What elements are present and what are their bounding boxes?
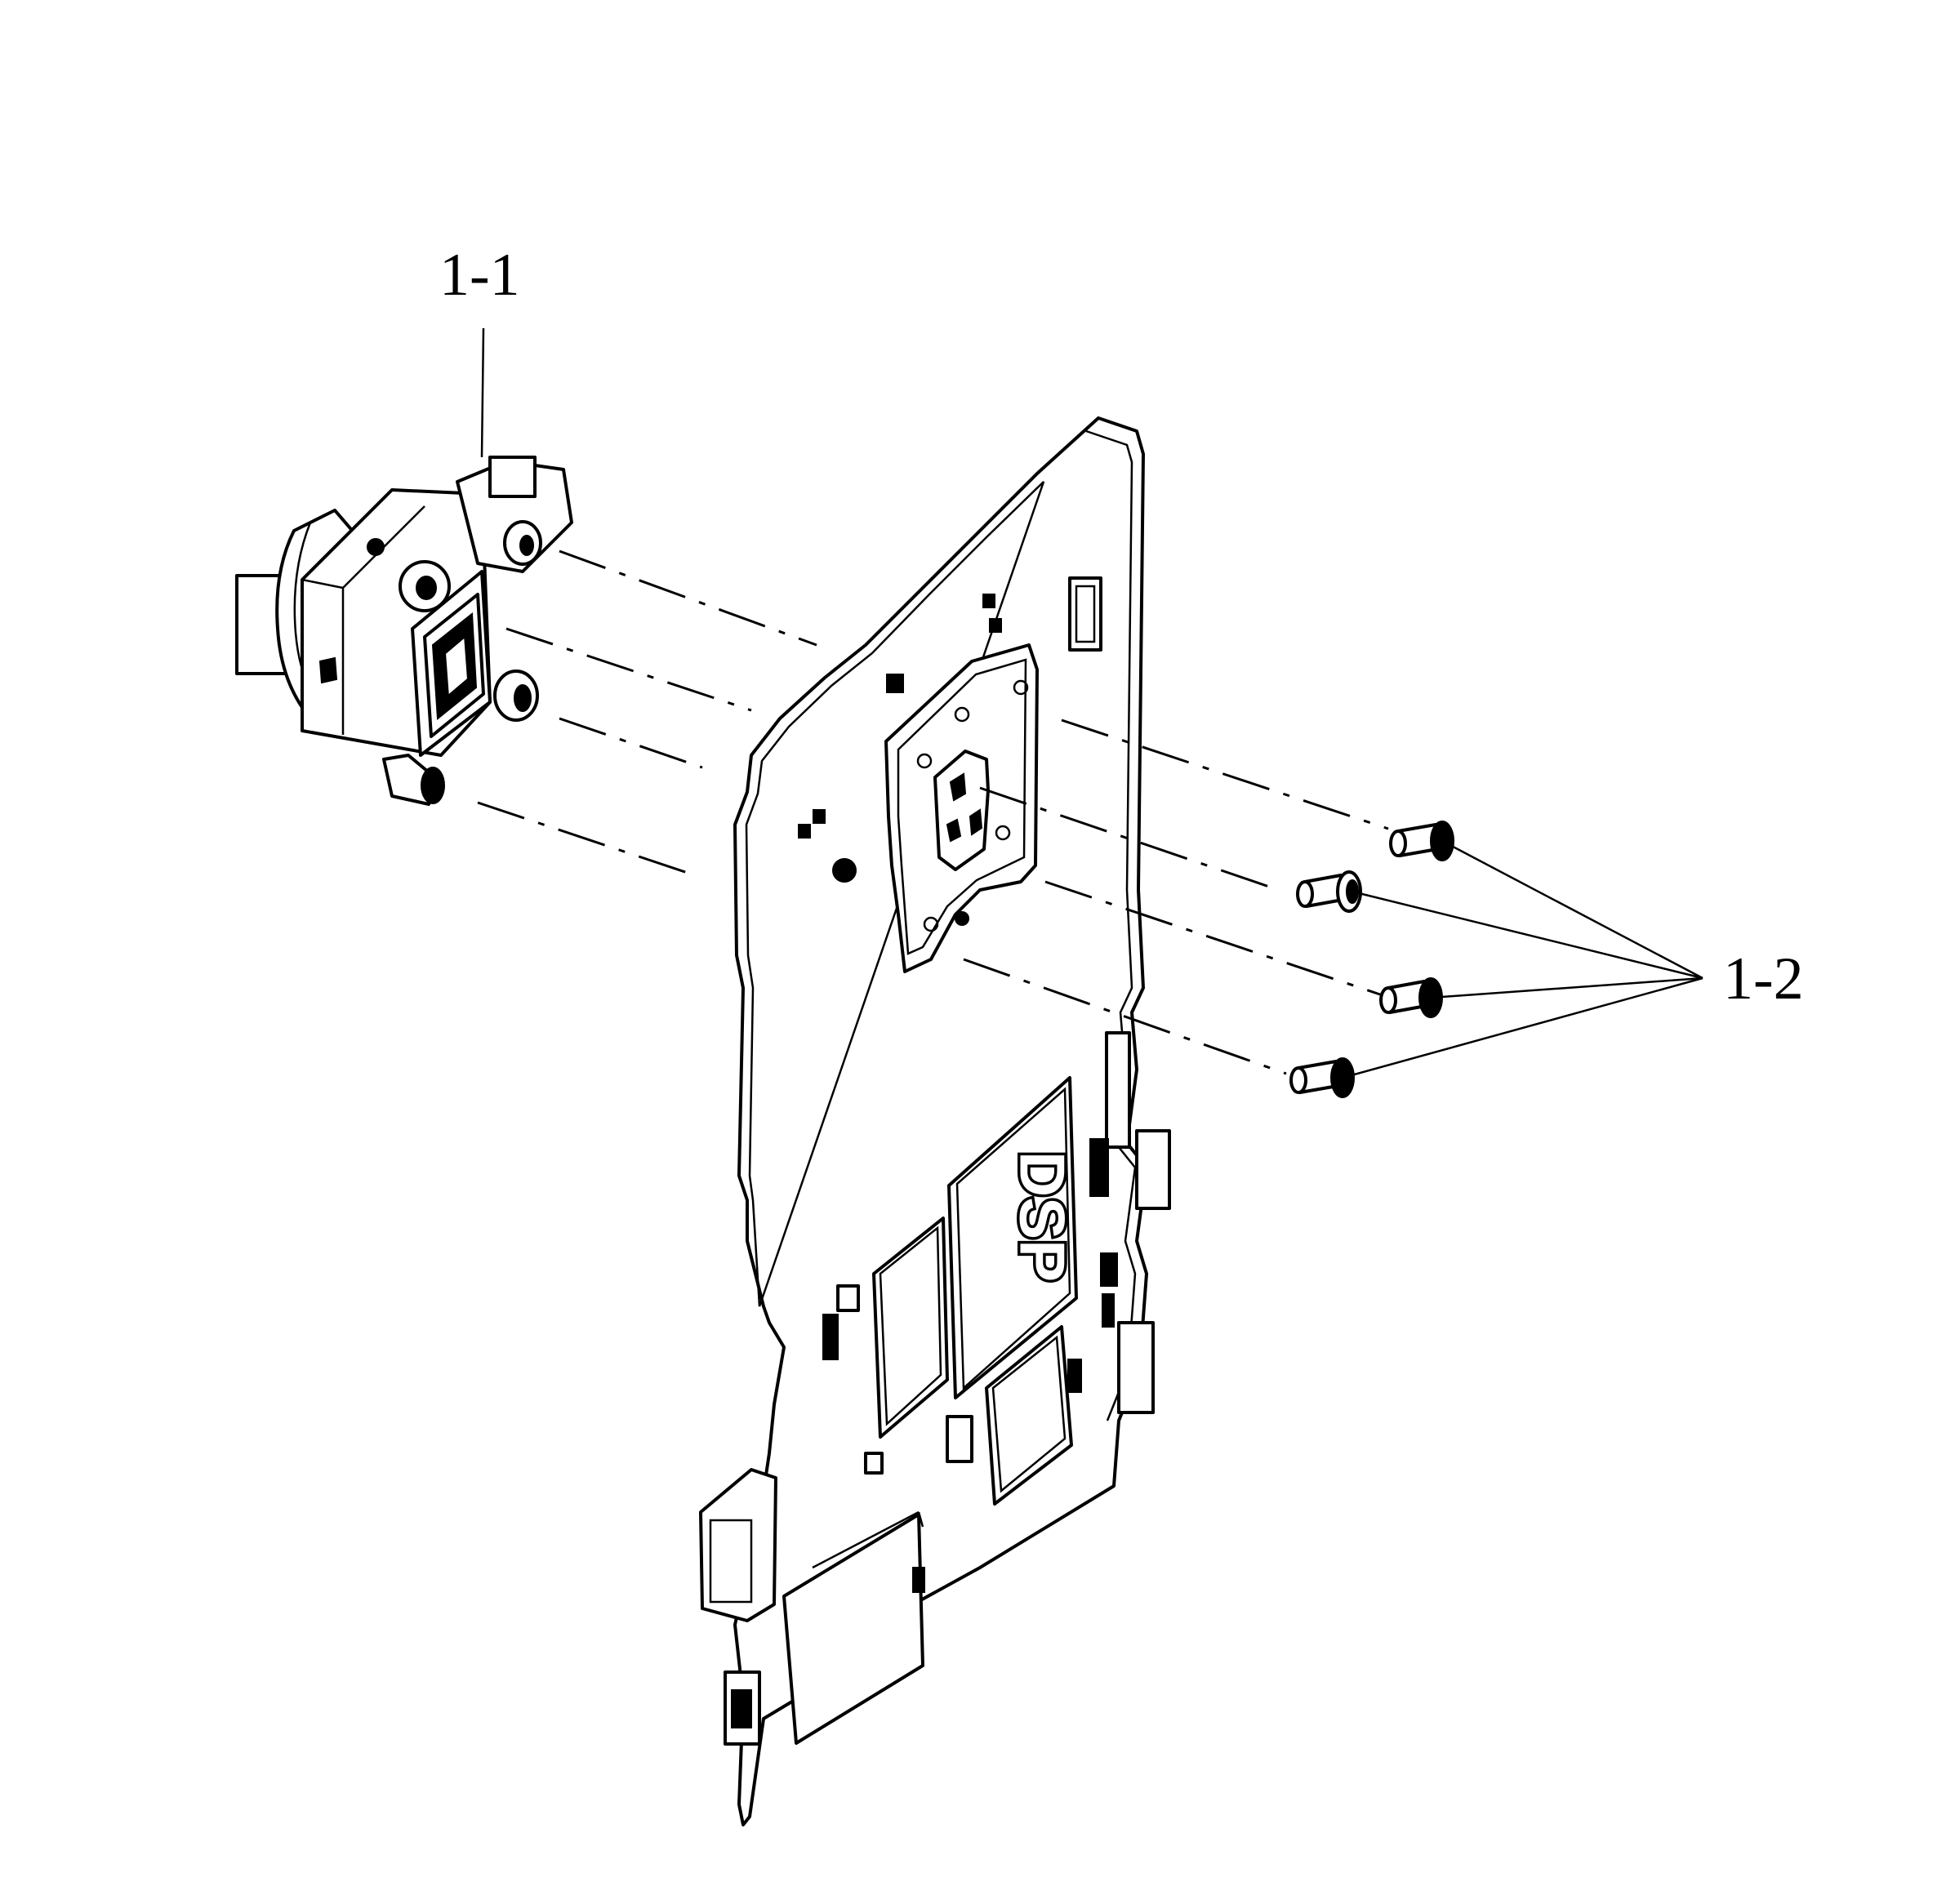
screw [1379,977,1443,1018]
board-connector-top [1068,576,1102,652]
smd-part [982,594,995,608]
exploded-view-axis-lines [477,549,1389,1075]
sensor-socket [933,750,990,871]
sensor-plate [884,643,1039,973]
screw-set [1289,821,1454,1098]
callout-label-1-2: 1-2 [1723,945,1804,1012]
lower-connector [699,1468,777,1622]
card-slot [782,1513,924,1745]
dsp-chip: DSP [947,1076,1081,1399]
callout-label-1-1: 1-1 [439,242,520,309]
board-connector-right [1105,1031,1131,1149]
dsp-chip-label: DSP [1006,1151,1078,1282]
leader-lines [480,327,1703,1079]
screw [1296,870,1362,913]
leader-lines-1-2 [1342,839,1703,1079]
circuit-board: DSP [699,416,1171,1826]
lens-ccd-unit [235,456,573,806]
leader-line-1-1 [480,327,485,458]
flash-chip [985,1325,1073,1506]
memory-chip [872,1217,949,1439]
